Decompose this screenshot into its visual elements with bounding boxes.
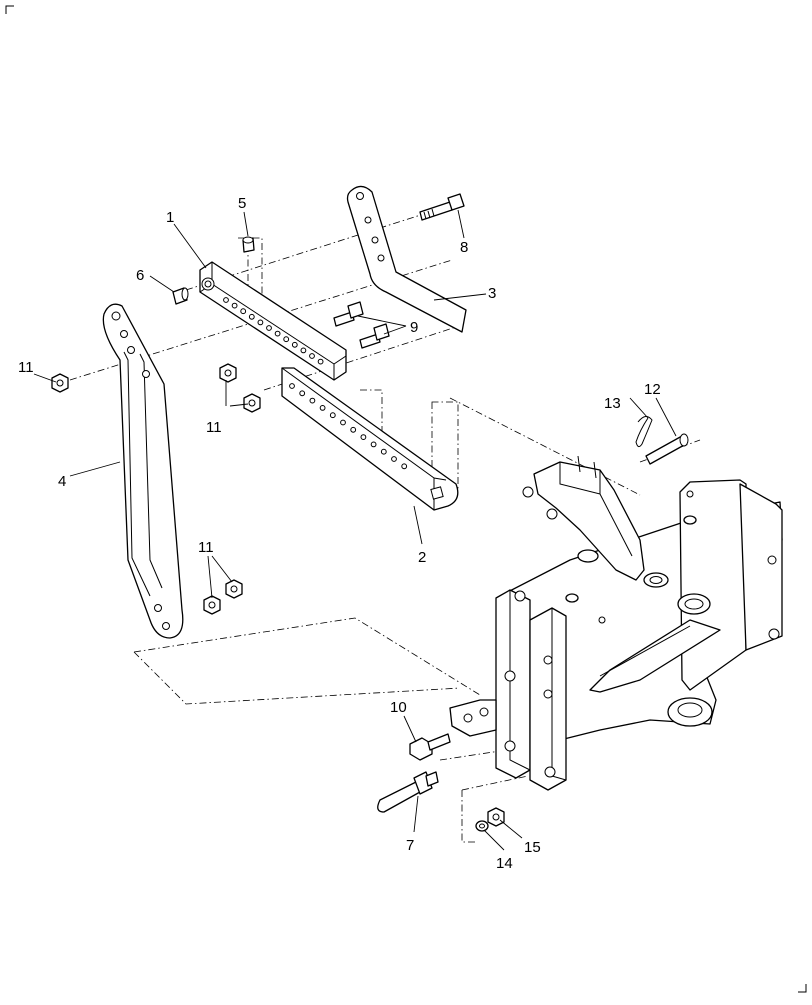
callout-9: 9 xyxy=(410,319,418,336)
bar-hole xyxy=(300,347,307,354)
bar-hole xyxy=(299,390,306,397)
crop-mark-bottom-right xyxy=(798,984,807,993)
bar-hole xyxy=(289,383,295,389)
part-6-bushing xyxy=(172,287,189,305)
bar-hole xyxy=(319,405,326,411)
bar-hole xyxy=(340,419,346,426)
callout-11-lower: 11 xyxy=(198,539,214,556)
callout-5: 5 xyxy=(238,195,246,212)
callout-3: 3 xyxy=(488,285,496,302)
part-11-nut-mid-b xyxy=(243,393,261,413)
main-frame-assembly xyxy=(449,455,783,791)
bar-hole xyxy=(248,313,255,320)
part-15-nut xyxy=(487,807,505,827)
part-5-spacer xyxy=(242,236,255,253)
callout-4: 4 xyxy=(58,473,66,490)
bar-hole xyxy=(240,308,247,315)
part-11-nut-mid-a xyxy=(219,363,237,383)
part-3-bracket xyxy=(346,185,467,333)
bar-hole xyxy=(223,297,229,303)
bar-hole xyxy=(391,456,397,462)
callout-14: 14 xyxy=(496,855,513,872)
bar-hole xyxy=(309,397,316,404)
part-8-bolt xyxy=(419,193,465,221)
bar-hole xyxy=(317,358,324,365)
callout-7: 7 xyxy=(406,837,414,854)
callout-labels: 1 2 3 4 5 6 7 8 9 10 11 11 11 12 13 14 1… xyxy=(18,195,661,872)
part-9-bolt-upper xyxy=(333,301,364,327)
callout-11-middle: 11 xyxy=(206,419,222,436)
bar-hole xyxy=(329,412,336,419)
callout-13: 13 xyxy=(604,395,621,412)
callout-10: 10 xyxy=(390,699,407,716)
callout-15: 15 xyxy=(524,839,541,856)
part-13-clip xyxy=(635,416,653,448)
bar-hole xyxy=(231,302,238,309)
bar-hole xyxy=(360,434,367,441)
part-1-drilled-bar xyxy=(199,261,347,381)
bar-hole xyxy=(291,341,298,348)
bar-hole xyxy=(370,441,377,448)
part-7-pin xyxy=(377,771,439,813)
part-9-bolt-lower xyxy=(359,323,390,349)
bar-hole xyxy=(266,325,272,331)
callout-6: 6 xyxy=(136,267,144,284)
part-11-nut-left xyxy=(51,373,69,393)
part-10-bolt xyxy=(409,733,451,761)
bar-hole xyxy=(350,426,357,433)
callout-11-left: 11 xyxy=(18,359,34,376)
part-11-nut-low-a xyxy=(203,595,221,615)
part-12-pin xyxy=(645,433,689,465)
part-14-washer xyxy=(475,820,489,832)
part-4-link xyxy=(102,303,184,639)
bar-hole xyxy=(257,319,264,326)
part-11-nut-low-b xyxy=(225,579,243,599)
bar-hole xyxy=(380,448,387,455)
callout-12: 12 xyxy=(644,381,661,398)
bar-hole xyxy=(283,336,290,343)
bar-hole xyxy=(309,353,315,359)
callout-8: 8 xyxy=(460,239,468,256)
bar-hole xyxy=(274,330,281,337)
callout-2: 2 xyxy=(418,549,426,566)
crop-mark-top-left xyxy=(5,5,14,14)
bar-hole xyxy=(401,463,408,470)
leaders xyxy=(33,209,677,851)
part-2-drilled-bar xyxy=(281,367,459,511)
callout-1: 1 xyxy=(166,209,174,226)
